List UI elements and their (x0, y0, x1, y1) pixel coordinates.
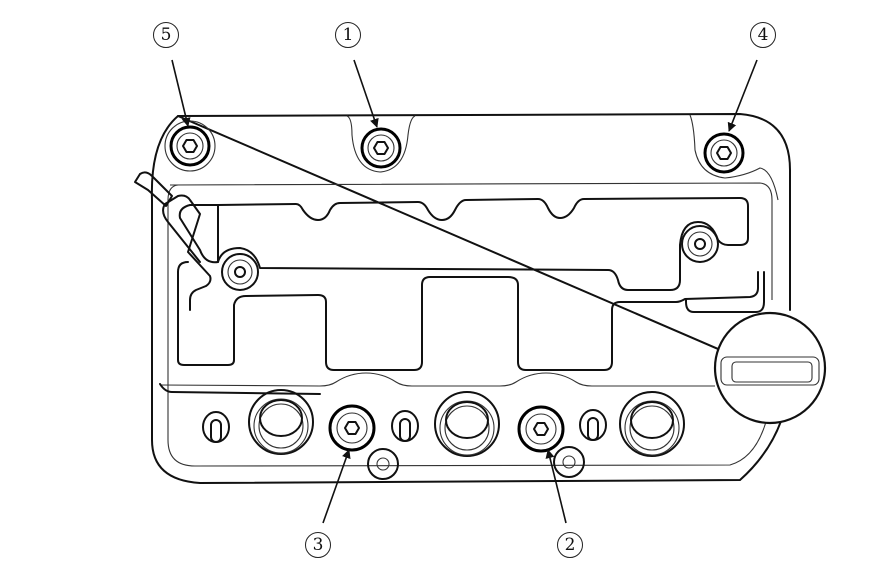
bolt-5 (164, 120, 216, 172)
lower-boss-1 (367, 448, 399, 480)
gasket-channel (159, 197, 765, 395)
locating-boss-right (681, 225, 719, 263)
callout-arrows (171, 59, 758, 524)
locating-boss-left (221, 253, 259, 291)
callout-3: 3 (305, 532, 331, 558)
bolt-4 (703, 132, 745, 174)
spark-plug-hole-1 (248, 389, 314, 455)
spark-plug-hole-3 (619, 391, 685, 457)
locating-pin-2 (391, 410, 419, 442)
bolt-1 (360, 127, 402, 169)
callout-1: 1 (335, 22, 361, 48)
oil-filler-cap (713, 311, 827, 425)
locating-pin-1 (202, 411, 230, 443)
lower-boss-2 (553, 446, 585, 478)
bolt-2 (517, 405, 565, 453)
bolt-3 (328, 404, 376, 452)
callout-2: 2 (557, 532, 583, 558)
callout-5: 5 (153, 22, 179, 48)
callout-4: 4 (750, 22, 776, 48)
spark-plug-hole-2 (434, 391, 500, 457)
locating-pin-3 (579, 409, 607, 441)
breather-pipe (134, 171, 212, 311)
cover-outline (150, 113, 791, 484)
